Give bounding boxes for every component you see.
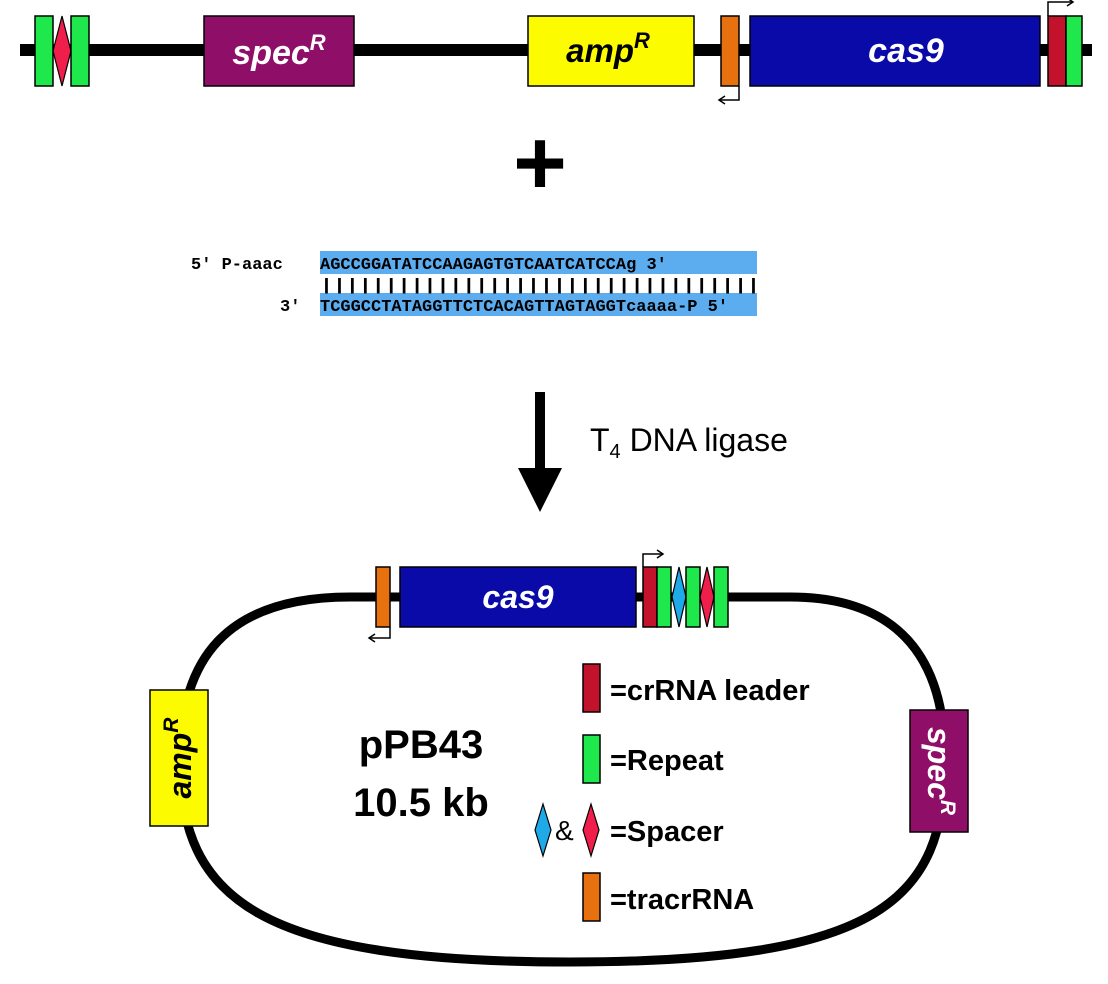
cas9-label: cas9 <box>482 579 553 615</box>
cas9-gene <box>399 566 637 628</box>
legend-label-crRNA-leader: =crRNA leader <box>610 675 810 707</box>
plasmid-backbone <box>175 592 950 967</box>
legend-item-repeat: =Repeat <box>582 734 724 784</box>
legend: =crRNA leader =Repeat & =Spacer =tracrRN… <box>534 663 810 922</box>
tracr-promoter-arrow <box>367 627 391 643</box>
specR-label: specR <box>921 727 959 816</box>
tracrRNA-block <box>720 15 740 87</box>
repeat-block <box>34 15 54 87</box>
ampR-gene <box>527 15 695 87</box>
legend-item-spacer: & =Spacer <box>534 801 724 859</box>
plus-sign: + <box>513 112 567 214</box>
crRNA-leader-block <box>1047 15 1067 87</box>
leader-promoter-arrow <box>642 549 665 567</box>
repeat-block <box>713 566 729 628</box>
ampR-gene <box>149 689 209 827</box>
cas9-label: cas9 <box>868 32 944 70</box>
oligo-pairing: |||||||||||||||||||||||||||||||||| <box>320 277 760 296</box>
tracr-promoter-arrow <box>717 86 740 105</box>
ligation-arrow <box>518 392 562 512</box>
enzyme-label: T4 DNA ligase <box>590 422 788 463</box>
oligo-bottom-strand: 3' TCGGCCTATAGGTTCTCACAGTTAGTAGGTcaaaa-P… <box>280 298 728 317</box>
specR-label: specR <box>232 30 326 72</box>
legend-label-repeat: =Repeat <box>610 745 724 777</box>
legend-swatch-tracrRNA <box>582 872 601 922</box>
linear-construct: specR ampR cas9 <box>20 0 1092 105</box>
repeat-block <box>1065 15 1083 87</box>
repeat-block <box>685 566 701 628</box>
tracrRNA-block <box>375 566 391 628</box>
highlight-top <box>320 251 757 274</box>
ampR-label: ampR <box>566 28 650 69</box>
ampR-label: ampR <box>160 717 198 799</box>
repeat-block <box>656 566 672 628</box>
legend-swatch-spacer-red <box>582 801 600 859</box>
spacer-diamond-red <box>52 15 72 87</box>
plasmid-size: 10.5 kb <box>353 781 489 825</box>
legend-swatch-crRNA-leader <box>582 663 601 713</box>
highlight-bottom <box>320 293 757 316</box>
legend-swatch-repeat <box>582 734 601 784</box>
legend-swatch-spacer-blue <box>534 801 552 859</box>
legend-spacer-joiner: & <box>555 815 574 846</box>
spacer-diamond-red <box>699 566 715 628</box>
spacer-diamond-blue <box>671 566 687 628</box>
plasmid-name: pPB43 <box>359 723 484 767</box>
repeat-block <box>70 15 90 87</box>
plasmid-map: cas9 ampR specR pPB43 10.5 kb <box>149 549 969 967</box>
legend-label-tracrRNA: =tracrRNA <box>610 884 754 916</box>
cas9-gene <box>749 15 1041 87</box>
specR-gene <box>203 15 355 87</box>
legend-item-crRNA-leader: =crRNA leader <box>582 663 810 713</box>
leader-promoter-arrow <box>1047 0 1075 16</box>
legend-item-tracrRNA: =tracrRNA <box>582 872 754 922</box>
specR-gene <box>909 709 969 833</box>
crRNA-leader-block <box>642 566 658 628</box>
legend-label-spacer: =Spacer <box>610 816 724 848</box>
